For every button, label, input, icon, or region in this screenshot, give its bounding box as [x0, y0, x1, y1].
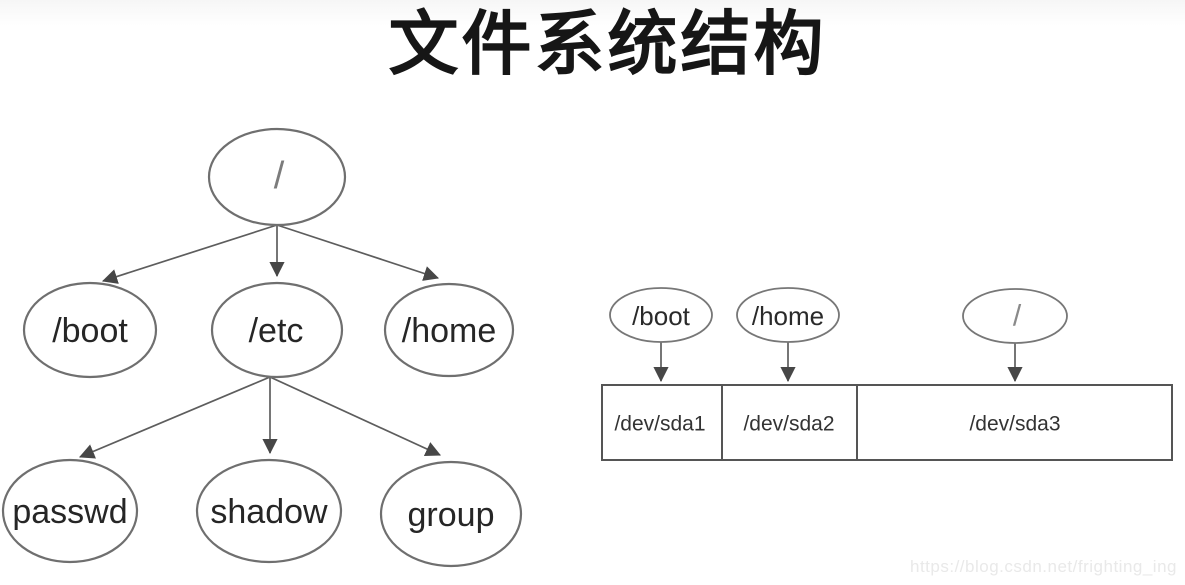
mapping-edges	[653, 342, 1023, 383]
partition-label-sda1: /dev/sda1	[614, 413, 705, 436]
passwd-node-ellipse	[1, 458, 139, 564]
tree-node-home: /home	[383, 282, 515, 378]
partition-label-sda2: /dev/sda2	[743, 413, 834, 436]
tree-node-etc: /etc	[210, 281, 344, 379]
tree-node-boot: /boot	[22, 281, 158, 379]
tree-edges	[79, 224, 441, 459]
mount-boot-label: /boot	[632, 301, 691, 331]
disk-rectangle	[601, 384, 1173, 461]
partition-mapping-diagram: /boot /home / /dev/sda1 /dev/sda2 /dev/s…	[601, 287, 1173, 461]
edge-root-home	[276, 224, 440, 281]
disk-bar: /dev/sda1 /dev/sda2 /dev/sda3	[601, 384, 1173, 461]
partition-label-sda3: /dev/sda3	[969, 413, 1060, 436]
page-title: 文件系统结构	[388, 7, 827, 84]
etc-node-ellipse	[210, 281, 344, 379]
mount-root-ellipse	[962, 288, 1068, 344]
root-node-ellipse	[207, 127, 347, 227]
mount-node-boot: /boot	[609, 287, 713, 343]
tree-node-root: /	[207, 127, 347, 227]
tree-node-passwd: passwd	[1, 458, 139, 564]
etc-node-label: /etc	[249, 312, 304, 350]
tree-node-shadow: shadow	[195, 458, 343, 564]
mount-boot-ellipse	[609, 287, 713, 343]
passwd-node-label: passwd	[12, 493, 127, 531]
mount-node-root: /	[962, 288, 1068, 344]
root-node-label: /	[274, 155, 285, 197]
edge-root-boot	[101, 224, 278, 284]
filesystem-tree-diagram: / /boot /etc /home passwd shadow group	[1, 127, 523, 568]
mount-home-label: /home	[752, 301, 824, 331]
mount-root-label: /	[1013, 300, 1022, 333]
edge-etc-passwd	[79, 376, 271, 459]
home-node-ellipse	[383, 282, 515, 378]
boot-node-ellipse	[22, 281, 158, 379]
shadow-node-label: shadow	[210, 493, 328, 531]
shadow-node-ellipse	[195, 458, 343, 564]
home-node-label: /home	[402, 312, 497, 350]
watermark-url: https://blog.csdn.net/frighting_ing	[910, 557, 1177, 576]
tree-node-group: group	[379, 460, 523, 568]
mount-home-ellipse	[736, 287, 840, 343]
group-node-label: group	[408, 496, 495, 534]
edge-etc-group	[269, 376, 441, 457]
group-node-ellipse	[379, 460, 523, 568]
mount-node-home: /home	[736, 287, 840, 343]
boot-node-label: /boot	[52, 312, 128, 350]
